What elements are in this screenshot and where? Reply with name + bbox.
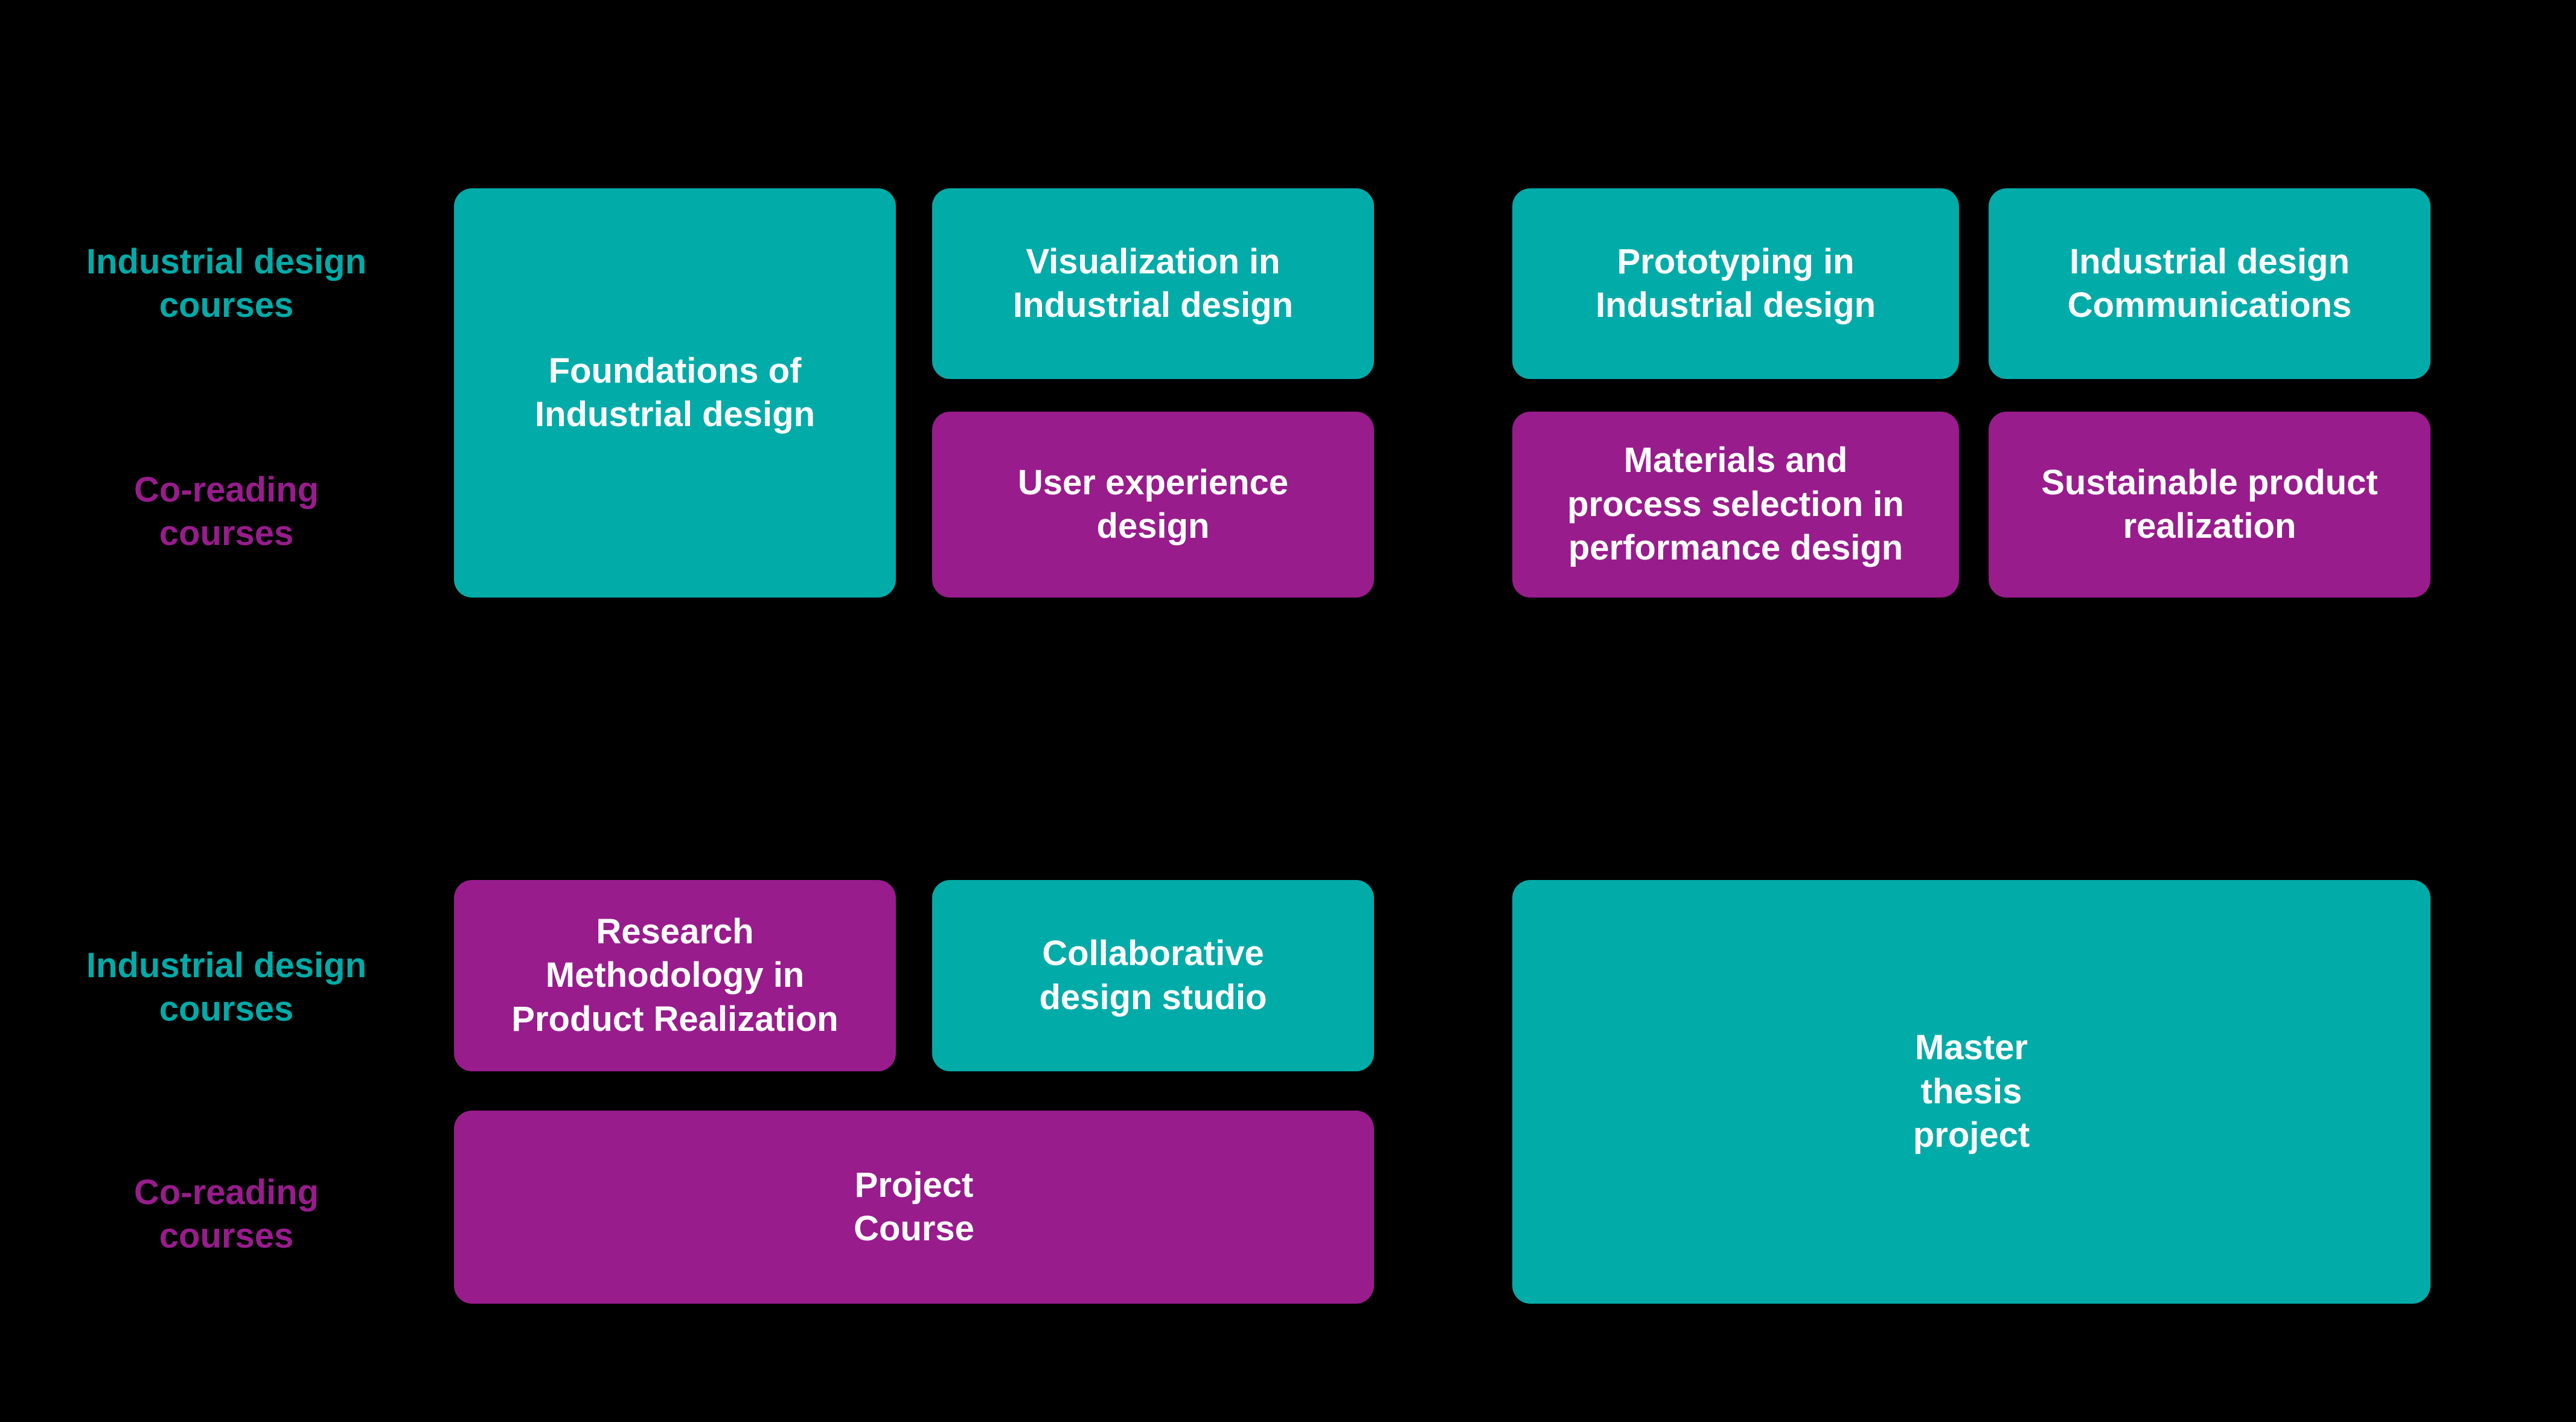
course-box-user-experience-design: User experience design xyxy=(932,412,1374,598)
course-box-foundations-of-industrial-design: Foundations of Industrial design xyxy=(454,188,896,598)
course-box-research-methodology-in-product-realization: Research Methodology in Product Realizat… xyxy=(454,880,896,1071)
row-label-co-reading-courses-year2: Co-reading courses xyxy=(133,1172,319,1256)
course-box-prototyping-in-industrial-design: Prototyping in Industrial design xyxy=(1512,188,1959,379)
course-box-sustainable-product-realization: Sustainable product realization xyxy=(1989,412,2431,598)
row-label-industrial-design-courses-year1: Industrial design courses xyxy=(86,241,367,325)
row-label-co-reading-courses-year1: Co-reading courses xyxy=(133,470,319,553)
course-box-project-course: Project Course xyxy=(454,1111,1374,1304)
course-box-materials-and-process-selection: Materials and process selection in perfo… xyxy=(1512,412,1959,598)
row-label-industrial-design-courses-year2: Industrial design courses xyxy=(86,945,367,1029)
course-box-master-thesis-project: Master thesis project xyxy=(1512,880,2431,1304)
course-box-collaborative-design-studio: Collaborative design studio xyxy=(932,880,1374,1071)
course-box-industrial-design-communications: Industrial design Communications xyxy=(1989,188,2431,379)
course-box-visualization-in-industrial-design: Visualization in Industrial design xyxy=(932,188,1374,379)
